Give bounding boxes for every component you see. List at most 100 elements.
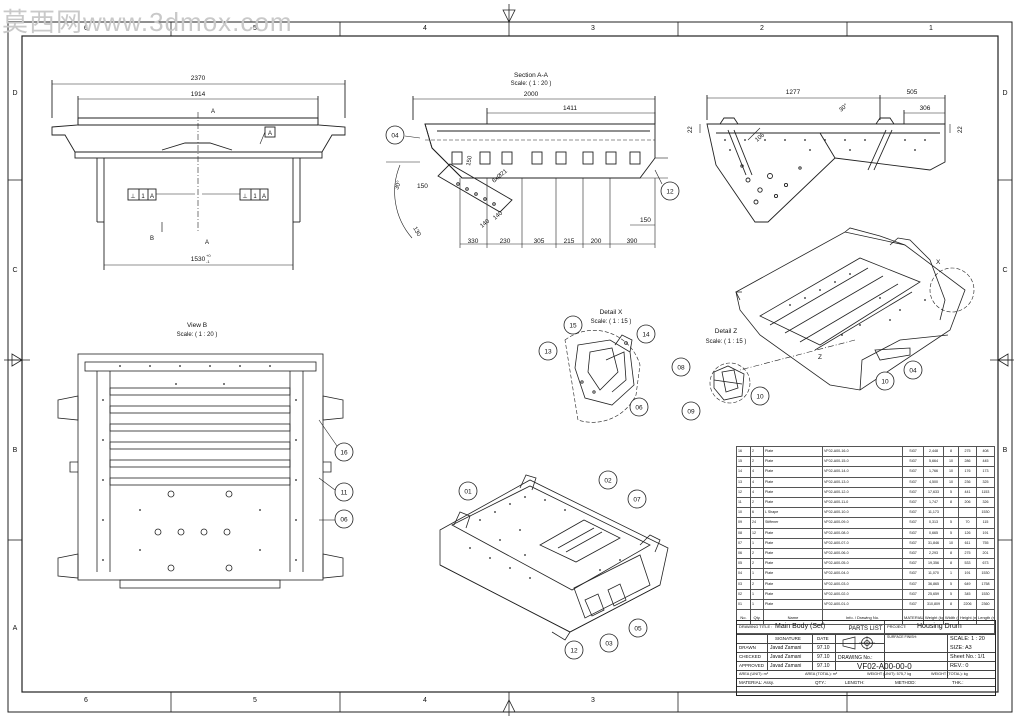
- front-gdt-right-value: 1: [253, 194, 257, 200]
- parts-list-cell: St37: [902, 476, 924, 488]
- section-dim-overall: 2000: [524, 91, 539, 98]
- parts-list-cell: VF02-A00-14-0: [822, 466, 903, 478]
- parts-list-cell: Plate: [763, 497, 823, 509]
- section-bottom-dim: 330: [468, 238, 479, 245]
- thk-value: THK.:: [952, 680, 964, 685]
- parts-list-cell: 2: [750, 497, 764, 509]
- detail-z-scale: Scale: ( 1 : 15 ): [706, 339, 747, 345]
- parts-list-cell: VF02-A00-16-0: [822, 445, 903, 458]
- parts-list-cell: 1,766: [923, 466, 944, 478]
- parts-list-cell: 326: [976, 497, 995, 509]
- parts-list-cell: 10: [943, 476, 959, 488]
- balloon-label: 11: [341, 490, 348, 497]
- parts-list-cell: VF02-A00-08-0: [822, 527, 903, 539]
- inner-frame: [21, 35, 999, 693]
- col-label: 2: [760, 25, 764, 32]
- front-gdt-left-value: 1: [141, 194, 145, 200]
- project-label: PROJECT:: [887, 624, 907, 629]
- parts-list-cell: St37: [902, 537, 924, 550]
- front-dim-bottom: 1530: [191, 256, 206, 263]
- balloon: [681, 401, 701, 421]
- parts-list-cell: 11,173: [923, 507, 944, 519]
- balloon-label: 04: [391, 133, 399, 140]
- drawn-role: DRAWN: [739, 645, 756, 650]
- approved-date: 97.10: [817, 663, 830, 669]
- section-bottom-dim: 305: [534, 238, 545, 245]
- detail-z-title: Detail Z: [715, 328, 737, 335]
- parts-list-cell: VF02-A00-11-0: [822, 497, 903, 509]
- parts-list-cell: Plate: [763, 558, 823, 570]
- parts-list-cell: 8: [943, 497, 959, 509]
- approved-name: Javad Zamani: [770, 663, 802, 669]
- view-b-scale: Scale: ( 1 : 20 ): [177, 332, 218, 338]
- iso-detail-z-label: Z: [818, 354, 822, 361]
- parts-list-cell: 1153: [976, 486, 995, 499]
- section-dim-inner: 1411: [563, 105, 577, 112]
- parts-list-cell: Stiffener: [763, 517, 823, 529]
- parts-list-caption: PARTS LIST: [736, 624, 995, 635]
- parts-list-cell: 70: [958, 517, 977, 529]
- front-dim-tol-lower: -1: [206, 259, 210, 264]
- parts-list-cell: 2: [750, 578, 764, 590]
- balloon-label: 10: [756, 394, 764, 401]
- parts-list-cell: 17,633: [923, 486, 944, 499]
- method-value: METHOD:: [895, 680, 916, 685]
- parts-list-cell: 275: [958, 548, 977, 560]
- side-dim-505: 505: [907, 89, 918, 96]
- balloon-label: 10: [881, 379, 889, 386]
- drawing-no-label: DRAWING No.:: [838, 655, 873, 661]
- scale-value: SCALE: 1 : 20: [950, 636, 985, 642]
- balloon: [636, 324, 656, 344]
- parts-list-cell: VF02-A00-10-0: [822, 507, 903, 519]
- balloon-label: 12: [666, 189, 674, 196]
- parts-list-cell: L Shape: [763, 507, 823, 519]
- parts-list-cell: 4: [750, 476, 764, 488]
- parts-list-cell: Plate: [763, 548, 823, 560]
- center-marks: [4, 4, 1014, 716]
- parts-list-cell: VF02-A00-15-0: [822, 456, 903, 468]
- title-block: DRAWING TITLE : Main Body (Set) PROJECT:…: [736, 620, 996, 696]
- parts-list-cell: Plate: [763, 527, 823, 539]
- parts-list-cell: 2: [750, 456, 764, 468]
- parts-list-cell: 5: [943, 578, 959, 590]
- parts-list-cell: St37: [902, 497, 924, 509]
- row-label: A: [13, 625, 18, 632]
- side-angle: 30°: [838, 103, 849, 114]
- section-dim-140-a: 140: [479, 218, 491, 229]
- parts-list-cell: 19,356: [923, 558, 944, 570]
- parts-list-cell: 325: [976, 476, 995, 488]
- parts-list-cell: VF02-A00-04-0: [822, 568, 903, 580]
- parts-list-cell: 8: [943, 445, 959, 458]
- parts-list-cell: 191: [958, 568, 977, 580]
- parts-list-cell: 1: [750, 588, 764, 601]
- material-value: MATERIAL: Assy.: [739, 680, 775, 685]
- project-value: Housing Drum: [917, 623, 962, 630]
- parts-list-cell: 24: [750, 517, 764, 529]
- parts-list-cell: VF02-A00-03-0: [822, 578, 903, 590]
- parts-list-cell: Plate: [763, 578, 823, 590]
- parts-list-cell: St37: [902, 599, 924, 611]
- parts-list-cell: St37: [902, 578, 924, 590]
- front-view: [51, 80, 346, 270]
- parts-list-cell: 13: [736, 476, 751, 488]
- parts-list-cell: Plate: [763, 445, 823, 458]
- checked-name: Javad Zamani: [770, 654, 802, 660]
- side-dim-1277: 1277: [786, 89, 801, 96]
- balloon-label: 01: [464, 489, 472, 496]
- parts-list-cell: 2206: [958, 599, 977, 611]
- parts-list-cell: 310,809: [923, 599, 944, 611]
- balloon-label: 05: [634, 626, 642, 633]
- row-label: C: [1002, 267, 1007, 274]
- col-label: 6: [84, 25, 88, 32]
- parts-list-cell: 10: [943, 537, 959, 550]
- parts-list-cell: 05: [736, 558, 751, 570]
- balloon: [627, 489, 647, 509]
